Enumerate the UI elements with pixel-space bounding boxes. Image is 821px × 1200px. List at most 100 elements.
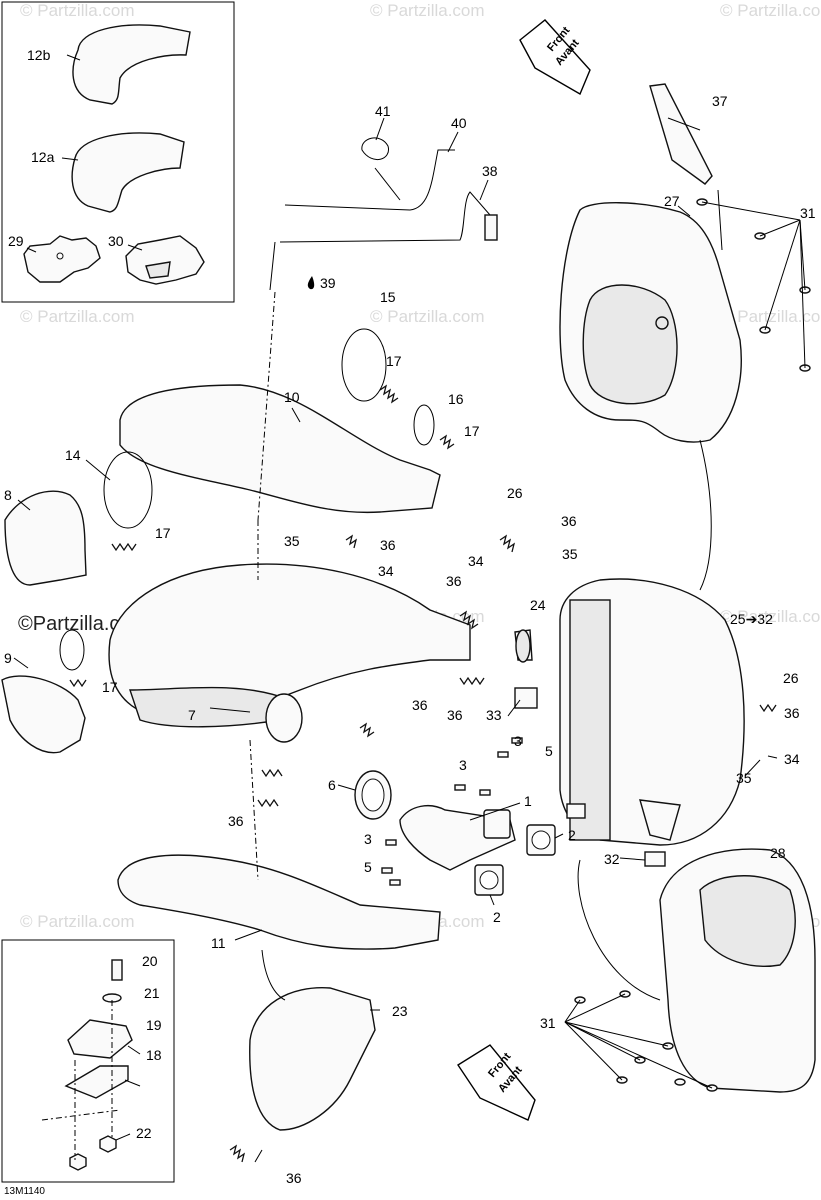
clamp-14 [103, 451, 153, 529]
bolt-5-a [479, 789, 491, 796]
bolt-20 [111, 959, 123, 981]
bracket-19 [67, 1019, 133, 1059]
clamp-16 [413, 404, 435, 446]
plate-29 [23, 235, 101, 283]
callout-36-e: 36 [412, 697, 428, 713]
callout-5-a: 5 [545, 743, 553, 759]
callout-26-b: 26 [783, 670, 799, 686]
callout-2-a: 2 [568, 827, 576, 843]
bolt-3-b [497, 751, 509, 758]
callout-17-d: 17 [102, 679, 118, 695]
spring-36-f [257, 798, 279, 808]
callout-22: 22 [136, 1125, 152, 1141]
pipe-outlet [265, 693, 303, 743]
sensor-39 [269, 241, 276, 291]
callout-39: 39 [320, 275, 336, 291]
callout-35-a: 35 [284, 533, 300, 549]
pipe-cover-10 [119, 384, 441, 514]
clamp-15 [341, 328, 387, 402]
nut-22 [99, 1135, 117, 1153]
callout-36-a: 36 [561, 513, 577, 529]
callout-14: 14 [65, 447, 81, 463]
svg-text:© Partzilla.com: © Partzilla.com [370, 1, 485, 20]
callout-12a: 12a [31, 149, 55, 165]
callout-35-b: 35 [562, 546, 578, 562]
heat-shield-12b [72, 24, 191, 105]
airbox-cover-27-recess [582, 284, 678, 405]
bolt-5-c [389, 879, 401, 886]
callout-34-b: 34 [378, 563, 394, 579]
connector-33 [514, 687, 538, 709]
callout-36-g: 36 [228, 813, 244, 829]
spring-17-b [439, 434, 455, 450]
callout-36-d: 36 [447, 707, 463, 723]
guide-line-f [41, 1109, 121, 1121]
arrow-airbox-cover [699, 439, 712, 591]
spring-36-d [359, 722, 375, 738]
arrow-sheet-37 [717, 189, 723, 251]
callout-16: 16 [448, 391, 464, 407]
callout-10: 10 [284, 389, 300, 405]
callout-labels: 12b 12a 29 30 41 40 38 39 37 27 31 15 17… [4, 47, 816, 1197]
clip-32 [644, 851, 666, 867]
bolt-3-c [454, 784, 466, 791]
hose-38-fitting [484, 214, 498, 241]
airbox-25-bracket [639, 799, 681, 841]
bolt-3-d [385, 839, 397, 846]
callout-27: 27 [664, 193, 680, 209]
callout-17-a: 17 [386, 353, 402, 369]
callout-1: 1 [524, 793, 532, 809]
gasket-2-b-hole [479, 870, 499, 890]
svg-text:© Partzilla.com: © Partzilla.com [720, 1, 821, 20]
spring-36-g [759, 703, 777, 713]
leader-lines [13, 54, 806, 1163]
spring-17-c [111, 542, 137, 552]
callout-26-a: 26 [507, 485, 523, 501]
callout-32: 32 [604, 851, 620, 867]
callout-5-b: 5 [364, 859, 372, 875]
callout-35-c: 35 [736, 770, 752, 786]
springs [69, 384, 777, 1163]
callout-2-b: 2 [493, 909, 501, 925]
bolts [381, 737, 523, 886]
callout-8: 8 [4, 487, 12, 503]
spring-36-c [459, 676, 485, 686]
clip-32-b [566, 803, 586, 819]
gasket-2-a-hole [531, 830, 551, 850]
svg-text:© Partzilla.com: © Partzilla.com [20, 1, 135, 20]
callout-37: 37 [712, 93, 728, 109]
svg-text:© Partzilla.com: © Partzilla.com [720, 607, 821, 626]
cover-23 [249, 987, 376, 1131]
callout-19: 19 [146, 1017, 162, 1033]
callout-34-a: 34 [468, 553, 484, 569]
front-arrow-icon: Front Avant [519, 19, 591, 96]
svg-text:© Partzilla.com: © Partzilla.com [20, 307, 135, 326]
diagram-code: 13M1140 [4, 1186, 45, 1197]
guide-line-c [249, 739, 259, 881]
callout-9: 9 [4, 650, 12, 666]
svg-text:© Partzilla.com: © Partzilla.com [720, 307, 821, 326]
callout-38: 38 [482, 163, 498, 179]
arrow-side-cover [577, 859, 661, 1001]
svg-text:© Partzilla.com: © Partzilla.com [20, 912, 135, 931]
airbox-25-flange [569, 599, 611, 841]
plate-30-slot [145, 261, 171, 279]
plate-30 [125, 235, 205, 285]
sheet-37 [649, 83, 713, 185]
nut-22-b [69, 1153, 87, 1171]
front-arrow-top [519, 19, 591, 96]
hose-40 [284, 149, 455, 211]
arrow-cover-23 [261, 949, 286, 1001]
callout-29: 29 [8, 233, 24, 249]
ring-6-inner [361, 778, 385, 812]
callout-7: 7 [188, 707, 196, 723]
spring-17-d [69, 678, 87, 688]
callout-31-bottom: 31 [540, 1015, 556, 1031]
inset-box-top [1, 1, 235, 303]
clamp-13 [59, 629, 85, 671]
grommet-31-k [674, 1078, 686, 1086]
spring-36-e [261, 768, 283, 778]
side-cover-28-recess [699, 875, 796, 967]
